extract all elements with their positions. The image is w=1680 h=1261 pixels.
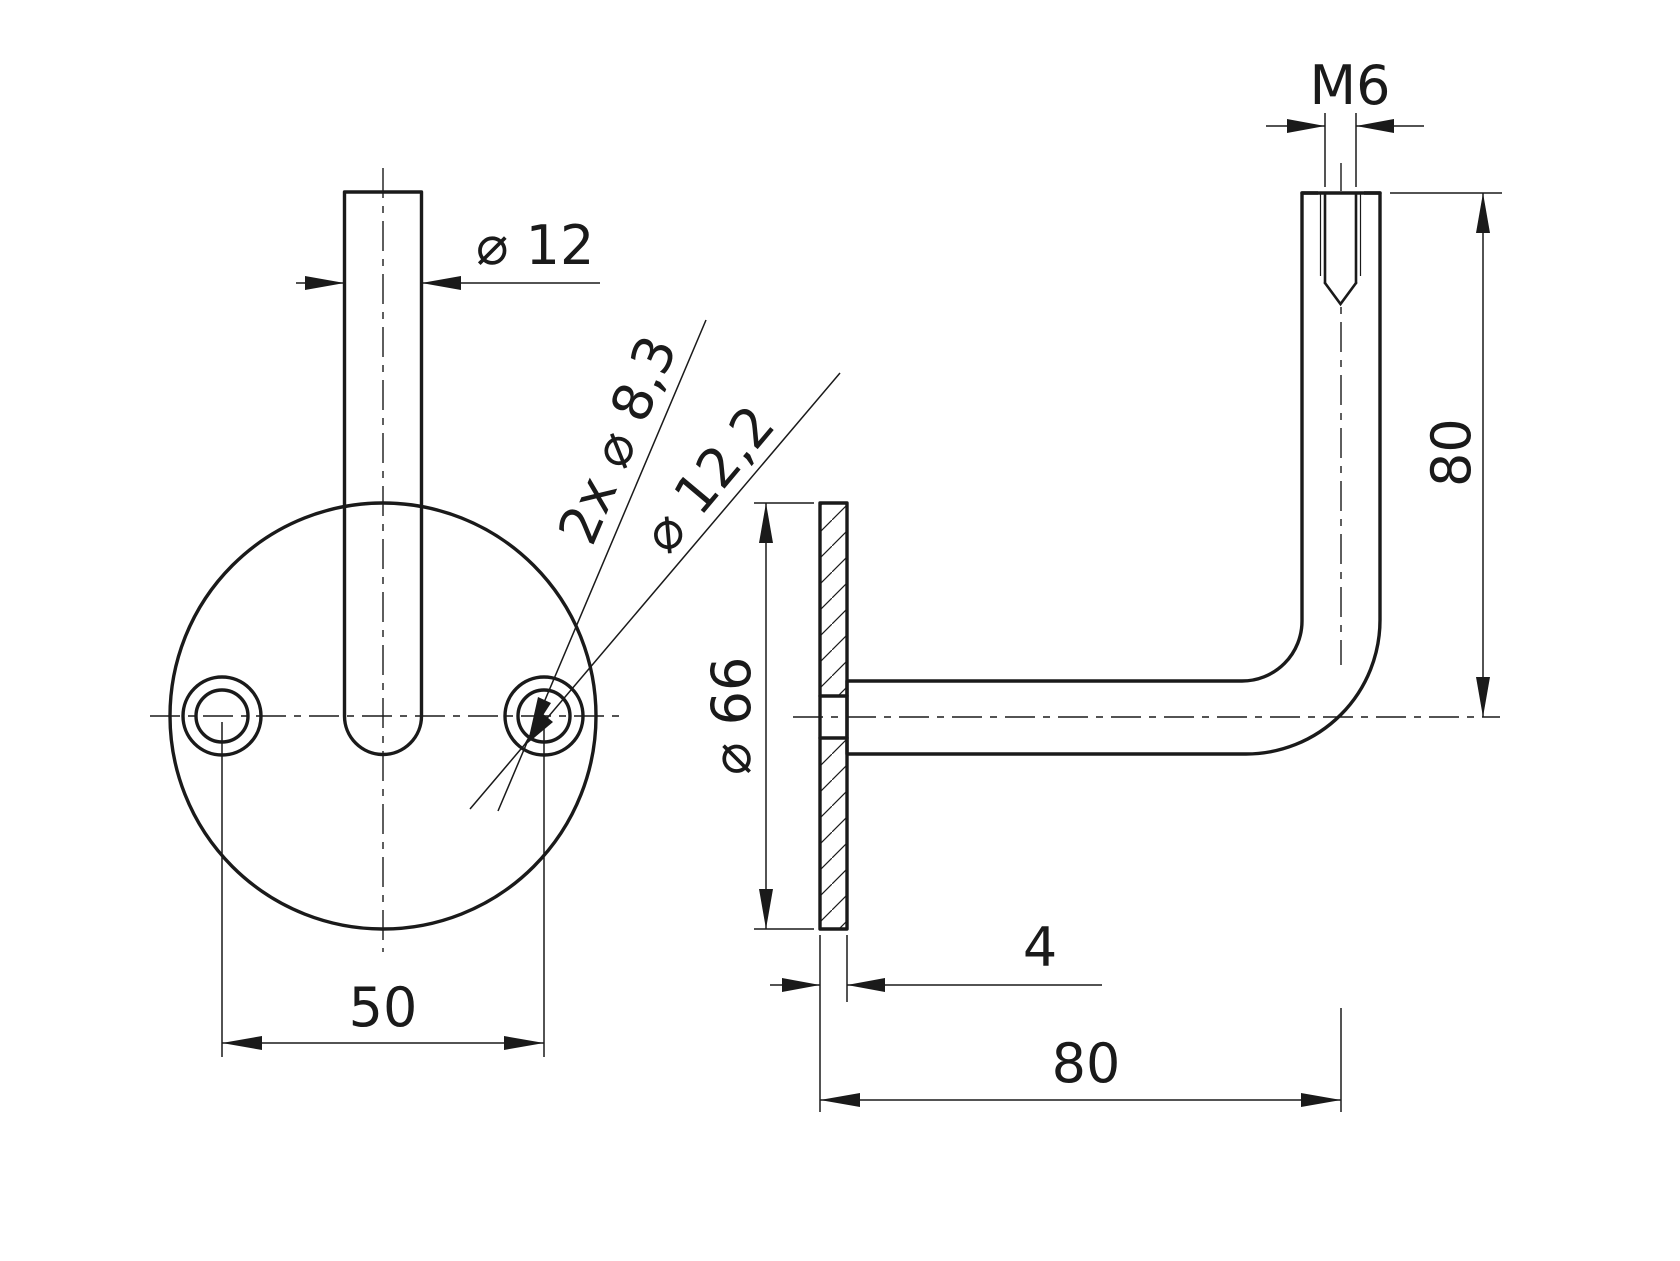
arrowhead [782, 978, 820, 992]
reach-label: 80 [1052, 1032, 1121, 1095]
arrowhead [1476, 677, 1490, 717]
dim-reach: 80 [820, 1008, 1342, 1112]
wall-plate-section [818, 501, 849, 931]
plate-hatch-upper [820, 503, 847, 696]
arrowhead [522, 713, 553, 748]
bracket-arm-section [845, 191, 1382, 756]
plate-outline-circle [168, 501, 598, 931]
rod-diameter-label: ⌀ 12 [476, 214, 594, 277]
arrowhead [759, 889, 773, 929]
arrowhead [759, 503, 773, 543]
arrowhead [1476, 193, 1490, 233]
rod-outline [342, 190, 424, 757]
arrowhead [847, 978, 885, 992]
drillpoint-whiteout [1322, 283, 1359, 306]
arrowhead [1356, 119, 1394, 133]
dim-rod-diameter: ⌀ 12 [296, 214, 600, 290]
arrowhead [222, 1036, 262, 1050]
dim-hole-leaders: 2x ⌀ 8,3 ⌀ 12,2 [469, 319, 841, 812]
drill-point [1323, 281, 1358, 307]
thread-label: M6 [1310, 54, 1391, 117]
arrowhead [504, 1036, 544, 1050]
plate-thickness-label: 4 [1023, 916, 1057, 979]
arrowhead [421, 276, 461, 290]
arrowhead [820, 1093, 860, 1107]
front-view: ⌀ 12 2x ⌀ 8,3 ⌀ 12,2 50 [150, 168, 841, 1057]
height-label: 80 [1420, 418, 1483, 487]
dim-height: 80 [1390, 192, 1502, 717]
side-view: M6 80 ⌀ 66 [700, 54, 1502, 1112]
arrowhead [1301, 1093, 1341, 1107]
m6-tapped-hole [1300, 191, 1382, 307]
dim-plate-thickness: 4 [770, 916, 1102, 1112]
plate-diameter-label: ⌀ 66 [700, 657, 763, 775]
dim-hole-spacing: 50 [221, 722, 545, 1057]
arrowhead [305, 276, 345, 290]
hole-spacing-label: 50 [349, 976, 418, 1039]
dim-thread: M6 [1266, 54, 1424, 187]
plate-hatch-lower [820, 738, 847, 929]
dim-plate-diameter: ⌀ 66 [700, 502, 814, 930]
arrowhead [1287, 119, 1325, 133]
